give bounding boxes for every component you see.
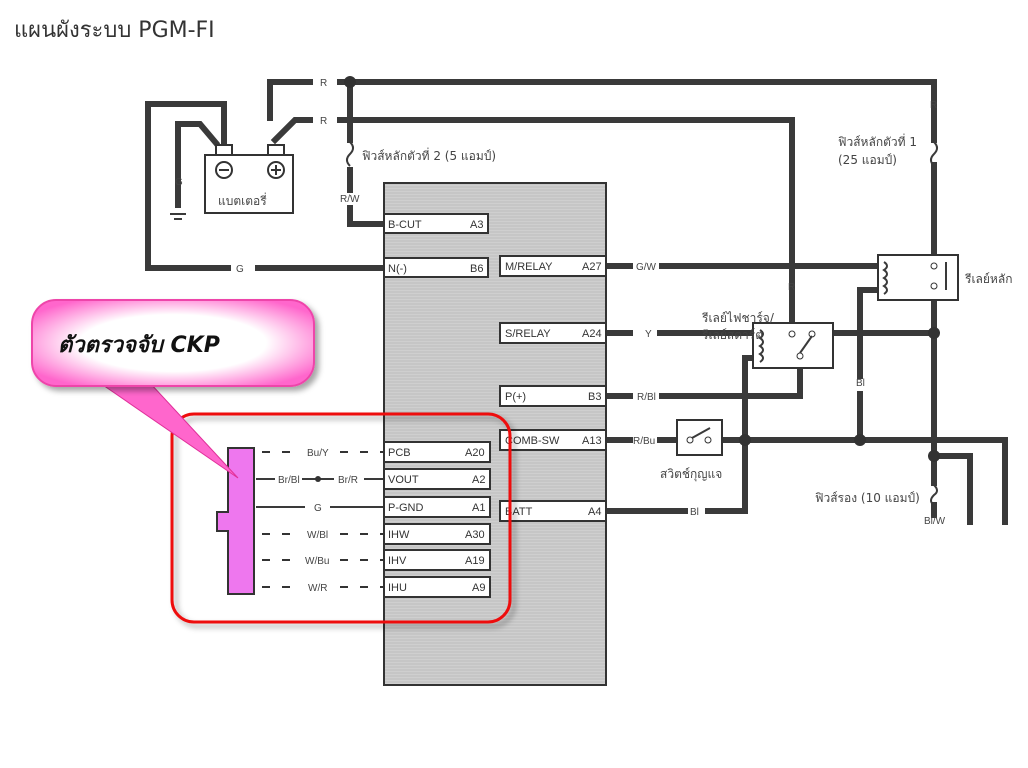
callout-text: ตัวตรวจจับ CKP — [58, 333, 220, 358]
ecm-pin-batt: BATT A4 — [499, 500, 607, 522]
fuse-main-1 — [930, 141, 938, 167]
ckp-pin-ihw: IHW A30 — [383, 523, 491, 545]
junctions — [344, 76, 940, 462]
svg-text:A19: A19 — [465, 555, 485, 567]
svg-text:BATT: BATT — [505, 506, 533, 518]
svg-text:R: R — [930, 100, 937, 111]
svg-text:R: R — [788, 282, 795, 293]
svg-text:A2: A2 — [472, 474, 485, 486]
svg-text:R: R — [320, 78, 327, 89]
svg-text:A4: A4 — [588, 506, 601, 518]
ckp-pin-pcb: PCB A20 — [383, 441, 491, 463]
svg-text:P(+): P(+) — [505, 391, 526, 403]
ckp-pin-p-gnd: P-GND A1 — [383, 496, 491, 518]
ckp-pin-ihv: IHV A19 — [383, 549, 491, 571]
ecm-pin-m-relay: M/RELAY A27 — [499, 255, 607, 277]
svg-text:P-GND: P-GND — [388, 502, 424, 514]
svg-text:G: G — [314, 503, 322, 514]
svg-text:Bu/Y: Bu/Y — [307, 448, 329, 459]
svg-text:A13: A13 — [582, 435, 602, 447]
fuse-sub — [930, 484, 938, 506]
ecm-pin-comb-sw: COMB-SW A13 — [499, 429, 607, 451]
svg-text:Br/R: Br/R — [338, 475, 358, 486]
fuse-sub-label: ฟิวส์รอง (10 แอมป์) — [815, 491, 920, 505]
charge-relay-label-2: รีเลย์สตาร์ต — [701, 328, 763, 342]
svg-text:G: G — [236, 264, 244, 275]
svg-text:G/W: G/W — [636, 262, 657, 273]
svg-text:M/RELAY: M/RELAY — [505, 261, 553, 273]
svg-text:G: G — [175, 177, 183, 188]
ckp-wires: Bu/Y Br/Bl Br/R G W/Bl W/Bu W/R — [256, 448, 384, 594]
ckp-callout: ตัวตรวจจับ CKP — [31, 299, 315, 479]
ecm-pin-n: N(-) B6 — [383, 257, 489, 278]
svg-text:A9: A9 — [472, 582, 485, 594]
ignition-switch-label: สวิตช์กุญแจ — [660, 467, 722, 482]
svg-text:Bl: Bl — [856, 378, 865, 389]
svg-text:A20: A20 — [465, 447, 485, 459]
svg-text:S/RELAY: S/RELAY — [505, 328, 551, 340]
svg-text:Br/Bl: Br/Bl — [278, 475, 300, 486]
ecm-pin-p-plus: P(+) B3 — [499, 385, 607, 407]
svg-text:A3: A3 — [470, 219, 483, 231]
fuse-main-1-label-1: ฟิวส์หลักตัวที่ 1 — [838, 133, 917, 149]
battery: แบตเตอรี่ — [204, 144, 294, 214]
svg-text:B-CUT: B-CUT — [388, 219, 422, 231]
svg-text:A27: A27 — [582, 261, 602, 273]
svg-text:A1: A1 — [472, 502, 485, 514]
fuse-main-2 — [346, 141, 354, 167]
main-relay: รีเลย์หลัก — [877, 254, 1012, 301]
ckp-sensor — [216, 447, 255, 595]
svg-text:R/Bl: R/Bl — [637, 392, 656, 403]
ignition-switch: สวิตช์กุญแจ — [660, 419, 723, 482]
svg-text:IHV: IHV — [388, 555, 407, 567]
battery-label: แบตเตอรี่ — [218, 192, 267, 208]
svg-text:R/Bu: R/Bu — [633, 436, 655, 447]
ckp-pin-ihu: IHU A9 — [383, 576, 491, 598]
svg-text:W/Bu: W/Bu — [305, 556, 329, 567]
svg-text:IHW: IHW — [388, 529, 410, 541]
fuse-main-1-label-2: (25 แอมป์) — [838, 153, 897, 167]
svg-text:W/R: W/R — [308, 583, 327, 594]
svg-text:IHU: IHU — [388, 582, 407, 594]
svg-text:A24: A24 — [582, 328, 602, 340]
svg-text:PCB: PCB — [388, 447, 411, 459]
svg-text:R/W: R/W — [340, 194, 360, 205]
fuse-main-2-label: ฟิวส์หลักตัวที่ 2 (5 แอมป์) — [362, 147, 496, 163]
svg-text:VOUT: VOUT — [388, 474, 419, 486]
ckp-pin-vout: VOUT A2 — [383, 468, 491, 490]
page-title: แผนผังระบบ PGM-FI — [14, 18, 215, 43]
svg-text:COMB-SW: COMB-SW — [505, 435, 560, 447]
ecm-pin-s-relay: S/RELAY A24 — [499, 322, 607, 344]
svg-text:A30: A30 — [465, 529, 485, 541]
ckp-highlight-frame — [170, 412, 512, 624]
svg-text:Bl: Bl — [690, 507, 699, 518]
charge-start-relay: รีเลย์ไฟชาร์จ/ รีเลย์สตาร์ต — [701, 311, 834, 369]
svg-text:N(-): N(-) — [388, 263, 407, 275]
main-relay-label: รีเลย์หลัก — [964, 272, 1012, 286]
svg-text:B6: B6 — [470, 263, 483, 275]
svg-text:B3: B3 — [588, 391, 601, 403]
wire-labels: R R R R R/W G G G/W Y R/Bl R/Bu Bl Bl Bl… — [175, 78, 946, 527]
charge-relay-label-1: รีเลย์ไฟชาร์จ/ — [701, 311, 774, 325]
svg-text:Y: Y — [645, 329, 652, 340]
svg-text:W/Bl: W/Bl — [307, 530, 328, 541]
svg-text:Bl/W: Bl/W — [924, 516, 946, 527]
ecm-pin-b-cut: B-CUT A3 — [383, 213, 489, 234]
svg-text:R: R — [320, 116, 327, 127]
